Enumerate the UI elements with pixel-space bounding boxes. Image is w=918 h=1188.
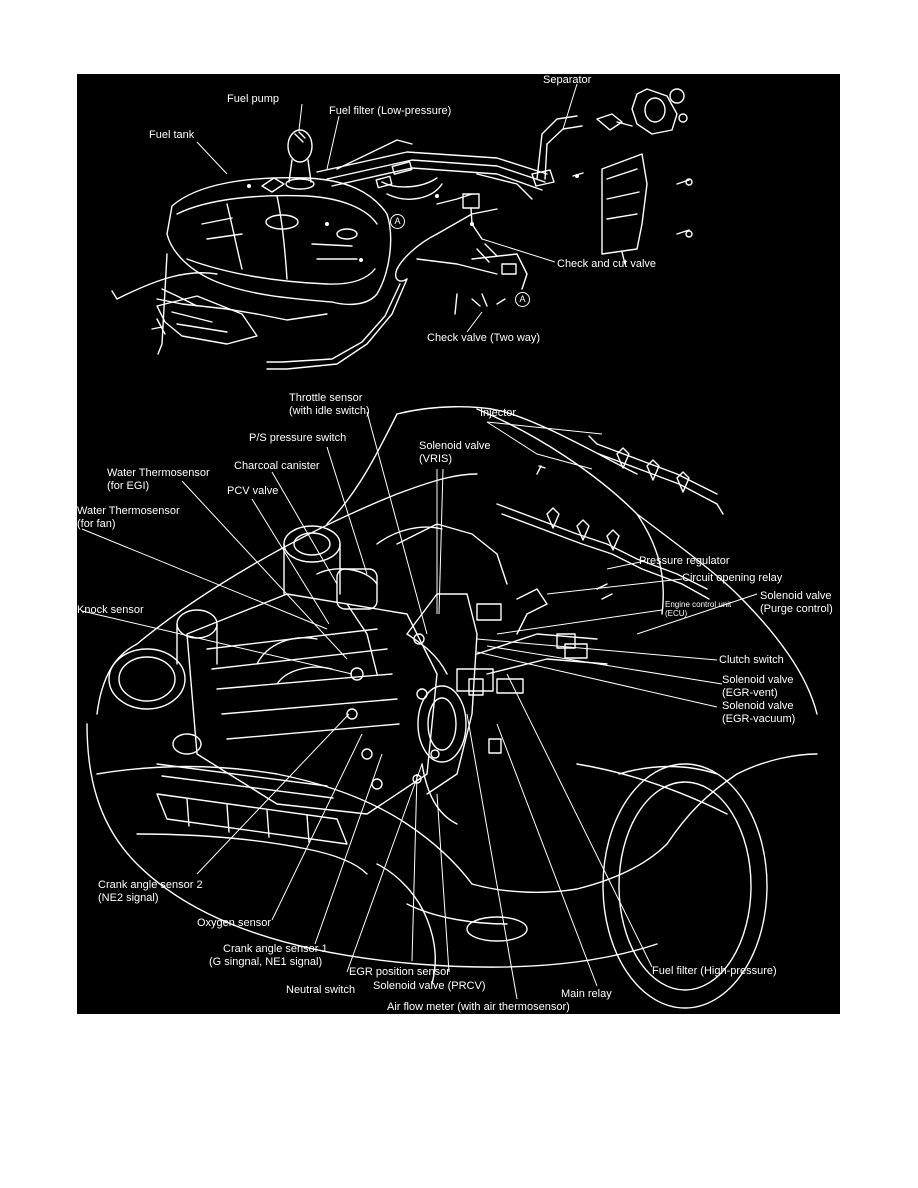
top-leader-lines: [196, 83, 578, 333]
label-pressure-regulator: Pressure regulator: [639, 555, 730, 567]
label-water-thermo-egi: Water Thermosensor: [107, 467, 210, 479]
label-water-thermo-egi-sub: (for EGI): [107, 480, 150, 492]
label-fuel-tank: Fuel tank: [149, 129, 195, 141]
reference-marker-a: A: [390, 214, 405, 229]
engine-block-drawing: [176, 523, 508, 815]
intake-drawing: [406, 593, 608, 825]
label-main-relay: Main relay: [561, 988, 612, 1000]
label-crank-angle-1-sub: (G singnal, NE1 signal): [209, 956, 323, 968]
fuel-pump-drawing: [285, 129, 315, 190]
label-fuel-filter-high: Fuel filter (High-pressure): [652, 965, 777, 977]
label-knock-sensor: Knock sensor: [77, 604, 144, 616]
check-valve-drawing: [471, 253, 528, 307]
label-solenoid-egr-vacuum-sub: (EGR-vacuum): [722, 713, 796, 725]
label-neutral-switch: Neutral switch: [286, 984, 356, 996]
headlamp-drawing: [108, 648, 202, 755]
label-circuit-opening-relay: Circuit opening relay: [682, 572, 783, 584]
label-solenoid-purge-sub: (Purge control): [760, 603, 833, 615]
label-throttle-sensor-sub: (with idle switch): [289, 405, 370, 417]
label-water-thermo-fan: Water Thermosensor: [77, 505, 180, 517]
label-check-valve-two-way: Check valve (Two way): [427, 332, 541, 344]
car-body-drawing: [86, 406, 818, 985]
label-solenoid-vris-sub: (VRIS): [419, 453, 452, 465]
label-air-flow-meter: Air flow meter (with air thermosensor): [387, 1001, 570, 1013]
label-ps-pressure-switch: P/S pressure switch: [249, 432, 347, 444]
label-fuel-filter-low: Fuel filter (Low-pressure): [329, 105, 452, 117]
label-solenoid-egr-vent-sub: (EGR-vent): [722, 687, 778, 699]
wheel-drawing: [602, 763, 768, 1009]
label-solenoid-egr-vent: Solenoid valve: [722, 674, 794, 686]
label-egr-position-sensor: EGR position sensor: [349, 966, 450, 978]
label-throttle-sensor: Throttle sensor: [289, 392, 363, 404]
label-ecu-sub: (ECU): [665, 609, 688, 618]
injector-rail-drawing: [496, 435, 724, 600]
diagram-linework: [81, 83, 818, 1009]
label-crank-angle-2-sub: (NE2 signal): [98, 892, 159, 904]
label-water-thermo-fan-sub: (for fan): [77, 518, 116, 530]
label-check-cut-valve: Check and cut valve: [557, 258, 657, 270]
label-clutch-switch: Clutch switch: [719, 654, 784, 666]
label-charcoal-canister: Charcoal canister: [234, 460, 320, 472]
relay-components-drawing: [412, 583, 613, 784]
separator-drawing: [572, 88, 688, 177]
label-crank-angle-2: Crank angle sensor 2: [98, 879, 203, 891]
heat-shield-drawing: [156, 295, 258, 345]
reference-marker-a: A: [515, 292, 530, 307]
label-solenoid-purge: Solenoid valve: [760, 590, 832, 602]
label-fuel-pump: Fuel pump: [227, 93, 279, 105]
label-solenoid-egr-vacuum: Solenoid valve: [722, 700, 794, 712]
fuel-lines-drawing: [151, 115, 583, 370]
label-oxygen-sensor: Oxygen sensor: [197, 917, 271, 929]
fuel-tank-drawing: [111, 177, 392, 355]
bracket-drawing: [601, 153, 693, 265]
label-separator: Separator: [543, 74, 592, 86]
label-solenoid-vris: Solenoid valve: [419, 440, 491, 452]
grille-drawing: [156, 763, 348, 845]
label-solenoid-prcv: Solenoid valve (PRCV): [373, 980, 486, 992]
label-injector: Injector: [480, 407, 517, 419]
label-crank-angle-1: Crank angle sensor 1: [223, 943, 328, 955]
label-pcv-valve: PCV valve: [227, 485, 279, 497]
label-ecu: Engine control unit: [665, 600, 732, 609]
bottom-leader-lines: [81, 411, 758, 1000]
diagram-figure: Separator Fuel pump Fuel filter (Low-pre…: [77, 74, 840, 1014]
